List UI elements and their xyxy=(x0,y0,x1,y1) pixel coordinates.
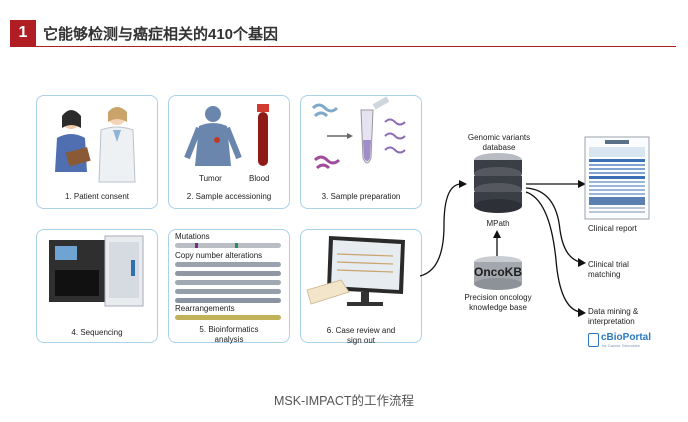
cbioportal-logo-sub: for Cancer Genomics xyxy=(602,343,640,348)
database-name: MPath xyxy=(486,219,510,228)
oncokb-cylinder xyxy=(474,256,522,290)
section-number: 1 xyxy=(10,20,36,46)
chromosome-tracks-cna xyxy=(175,262,281,303)
step-label-4: 4. Sequencing xyxy=(71,328,123,337)
panel-sample-accessioning: Tumor Blood 2. Sample accessioning xyxy=(168,95,290,209)
step-label-2: 2. Sample accessioning xyxy=(186,192,272,201)
panel-sample-preparation: 3. Sample preparation xyxy=(300,95,422,209)
section-header: 1 它能够检测与癌症相关的410个基因 xyxy=(10,20,676,47)
header-divider xyxy=(10,46,676,47)
blood-label: Blood xyxy=(249,174,270,183)
cbioportal-icon xyxy=(588,333,599,347)
patient-consent-illustration xyxy=(55,107,136,183)
rearrangements-label: Rearrangements xyxy=(175,304,235,313)
panel-sequencing: 4. Sequencing xyxy=(36,229,158,343)
step-label-1: 1. Patient consent xyxy=(64,192,130,201)
panel-bioinformatics: Mutations Copy number alterations Rearra… xyxy=(168,229,290,344)
chromosome-track-mutations xyxy=(175,243,281,248)
output-label-clinical-report: Clinical report xyxy=(588,224,637,233)
database-icon xyxy=(474,153,522,213)
figure-caption: MSK-IMPACT的工作流程 xyxy=(273,394,415,408)
database-title: Genomic variants database xyxy=(467,133,531,152)
monitor-illustration xyxy=(306,236,405,306)
step-label-6: 6. Case review and sign out xyxy=(326,326,396,345)
oncokb-logo: OncoKB xyxy=(474,265,522,279)
section-title: 它能够检测与癌症相关的410个基因 xyxy=(43,26,279,43)
panel-patient-consent: 1. Patient consent xyxy=(36,95,158,209)
sequencer-illustration xyxy=(49,235,144,307)
output-label-data-mining: Data mining & interpretation xyxy=(588,307,639,326)
panel-case-review: 6. Case review and sign out xyxy=(300,229,422,345)
cbioportal-logo-text: cBioPortal xyxy=(601,332,652,343)
tumor-label: Tumor xyxy=(199,174,222,183)
step-label-3: 3. Sample preparation xyxy=(321,192,401,201)
cna-label: Copy number alterations xyxy=(175,251,263,260)
oncokb-label: Precision oncology knowledge base xyxy=(464,293,532,312)
tumor-blood-illustration xyxy=(184,104,269,166)
sample-preparation-illustration xyxy=(311,96,406,170)
step-label-5: 5. Bioinformatics analysis xyxy=(199,325,259,344)
output-label-trial-matching: Clinical trial matching xyxy=(588,260,629,279)
clinical-report-document xyxy=(584,136,650,220)
chromosome-track-rearrangements xyxy=(175,315,281,320)
mutations-label: Mutations xyxy=(175,232,210,241)
cbioportal-logo: cBioPortal for Cancer Genomics xyxy=(588,332,660,348)
